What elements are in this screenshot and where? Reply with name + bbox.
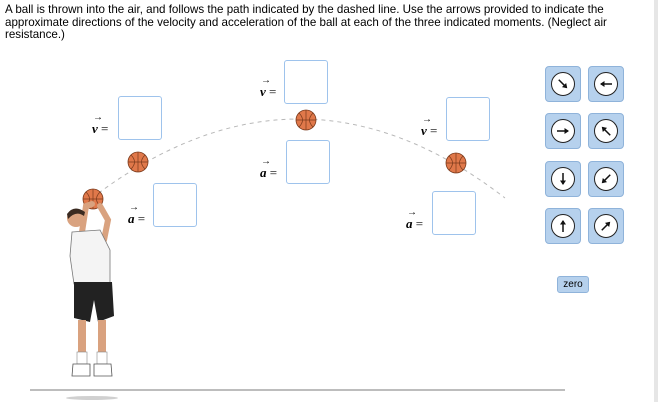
arrow-up-right-icon: [601, 221, 611, 231]
velocity-dropzone-3[interactable]: [446, 97, 490, 141]
arrow-up-icon: [560, 220, 566, 232]
acceleration-symbol: a: [260, 165, 267, 180]
arrow-up-left-icon: [601, 126, 611, 136]
circle-icon: [594, 214, 618, 238]
vector-arrow-icon: →: [422, 114, 432, 125]
velocity-dropzone-1[interactable]: [118, 96, 162, 140]
circle-icon: [594, 72, 618, 96]
equals-sign: =: [101, 121, 109, 136]
circle-icon: [594, 119, 618, 143]
arrow-tile-arrow-up-left[interactable]: [588, 113, 624, 149]
right-edge-rule: [654, 0, 658, 402]
ball-2: [295, 109, 317, 131]
arrow-down-left-icon: [601, 174, 611, 184]
acceleration-symbol: a: [406, 216, 413, 231]
ball-1: [127, 151, 149, 173]
arrow-tile-arrow-down[interactable]: [545, 161, 581, 197]
arrow-down-icon: [560, 173, 566, 185]
vector-arrow-icon: →: [261, 75, 271, 86]
circle-icon: [551, 214, 575, 238]
bottom-divider: [30, 389, 565, 391]
acceleration-dropzone-2[interactable]: [286, 140, 330, 184]
vector-arrow-icon: →: [129, 202, 139, 213]
arrow-tile-arrow-up-right[interactable]: [588, 208, 624, 244]
equals-sign: =: [269, 84, 277, 99]
vector-arrow-icon: →: [261, 156, 271, 167]
arrow-tile-arrow-down-right[interactable]: [545, 66, 581, 102]
player-illustration: [66, 188, 118, 400]
vector-arrow-icon: →: [407, 207, 417, 218]
equals-sign: =: [269, 165, 278, 180]
ball-3: [445, 152, 467, 174]
acceleration-symbol: a: [128, 211, 135, 226]
acceleration-label-1: → a =: [128, 202, 146, 226]
circle-icon: [551, 72, 575, 96]
arrow-right-icon: [557, 128, 569, 134]
arrow-left-icon: [600, 81, 612, 87]
velocity-symbol: v: [421, 123, 427, 138]
arrow-tile-arrow-down-left[interactable]: [588, 161, 624, 197]
velocity-symbol: v: [92, 121, 98, 136]
equals-sign: =: [430, 123, 438, 138]
arrow-tile-arrow-up[interactable]: [545, 208, 581, 244]
question-text: A ball is thrown into the air, and follo…: [5, 3, 607, 42]
acceleration-dropzone-1[interactable]: [153, 183, 197, 227]
vector-arrow-icon: →: [93, 112, 103, 123]
circle-icon: [551, 167, 575, 191]
velocity-dropzone-2[interactable]: [284, 60, 328, 104]
circle-icon: [594, 167, 618, 191]
arrow-tile-arrow-left[interactable]: [588, 66, 624, 102]
equals-sign: =: [137, 211, 146, 226]
velocity-label-2: → v =: [260, 75, 277, 99]
arrow-tile-arrow-right[interactable]: [545, 113, 581, 149]
acceleration-label-3: → a =: [406, 207, 424, 231]
equals-sign: =: [415, 216, 424, 231]
acceleration-label-2: → a =: [260, 156, 278, 180]
acceleration-dropzone-3[interactable]: [432, 191, 476, 235]
zero-tile[interactable]: zero: [557, 276, 589, 293]
velocity-symbol: v: [260, 84, 266, 99]
arrow-down-right-icon: [558, 79, 568, 89]
velocity-label-3: → v =: [421, 114, 438, 138]
circle-icon: [551, 119, 575, 143]
velocity-label-1: → v =: [92, 112, 109, 136]
